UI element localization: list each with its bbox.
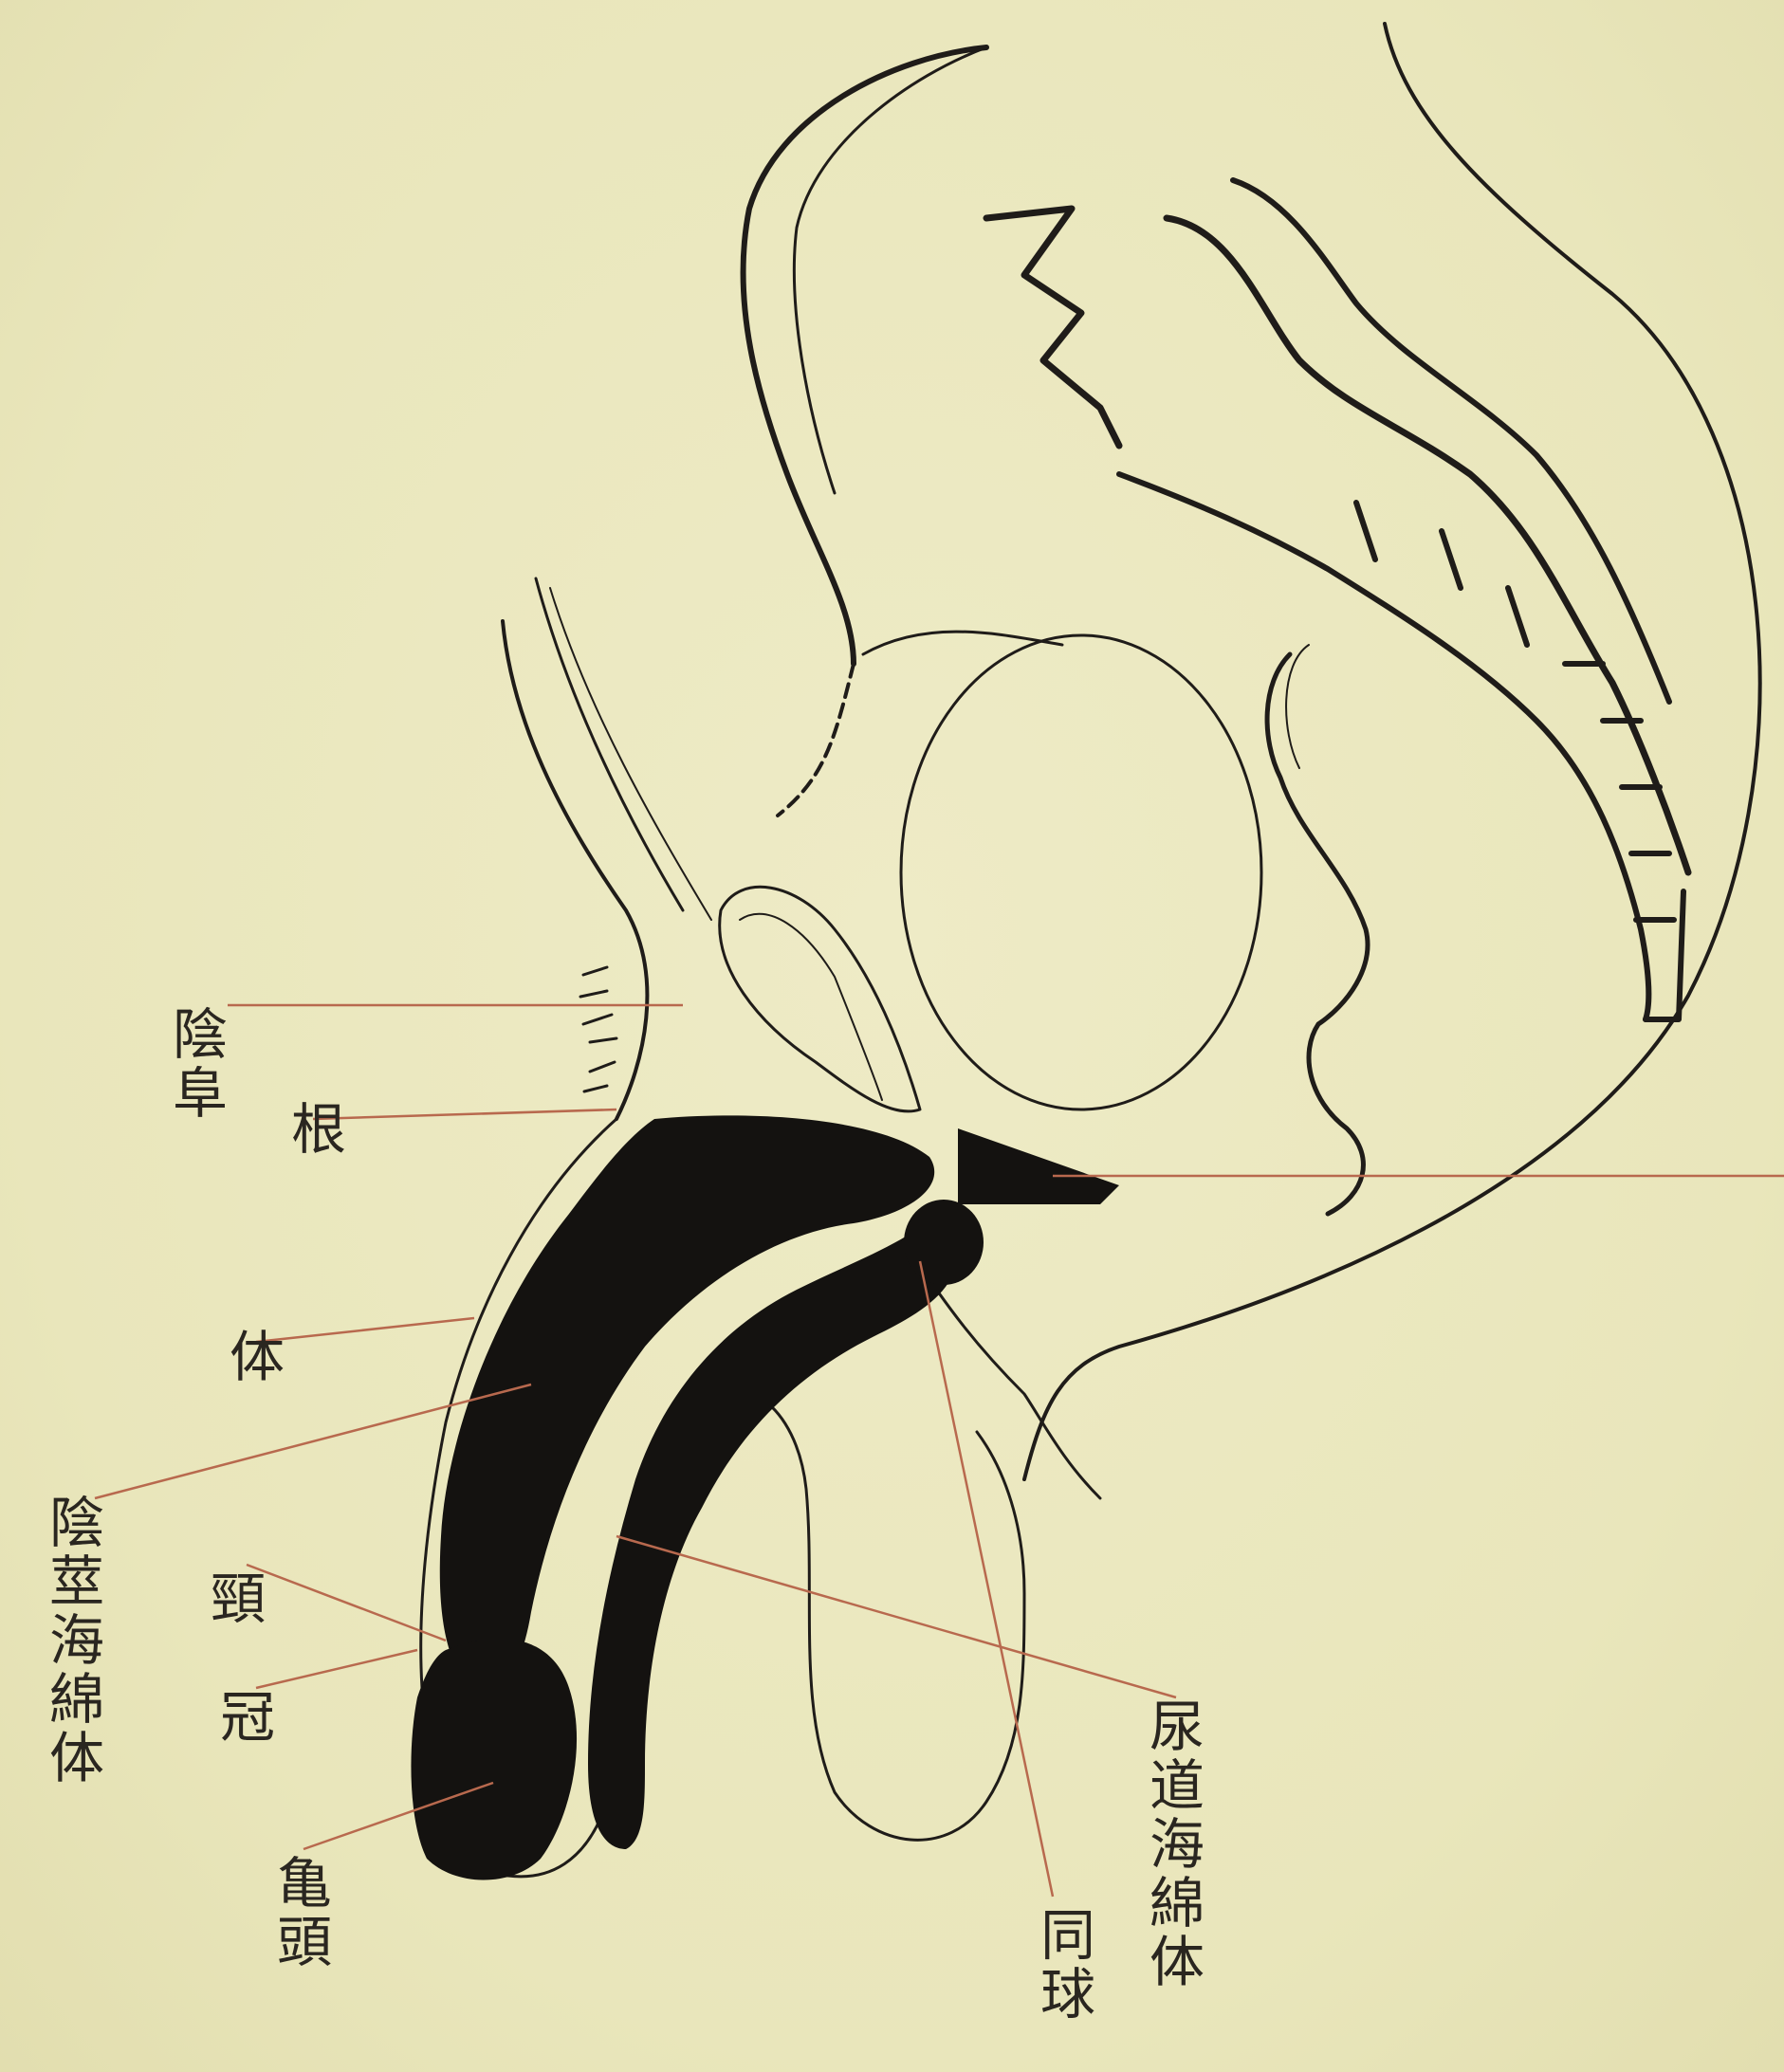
- leader-lines: [95, 1005, 1784, 1897]
- pubic-bone: [744, 47, 986, 664]
- label-kan: 冠: [209, 1688, 277, 1747]
- label-kei: 頸: [199, 1569, 267, 1628]
- vertebrae: [986, 209, 1119, 446]
- urethral-bulb: [904, 1200, 984, 1285]
- glans: [411, 1639, 577, 1879]
- bladder: [901, 635, 1261, 1109]
- leader-tai: [256, 1318, 474, 1342]
- label-ken: 根: [280, 1100, 348, 1159]
- label-kito: 亀頭: [266, 1854, 334, 1971]
- label-yinfu: 陰阜: [161, 1005, 230, 1123]
- leader-ken: [313, 1109, 616, 1119]
- leader-kei: [247, 1565, 446, 1641]
- rectum: [1267, 654, 1368, 1214]
- label-tai: 体: [218, 1328, 286, 1386]
- back-contour: [1024, 24, 1760, 1479]
- label-bulb: 同球: [1029, 1906, 1097, 2024]
- label-corpus-spongiosum: 尿道海綿体: [1138, 1697, 1206, 1991]
- testis: [692, 1388, 1024, 1840]
- leader-spongiosum: [616, 1536, 1176, 1697]
- leader-kan: [256, 1650, 417, 1688]
- label-corpus-cavernosum-penis: 陰莖海綿体: [38, 1494, 106, 1788]
